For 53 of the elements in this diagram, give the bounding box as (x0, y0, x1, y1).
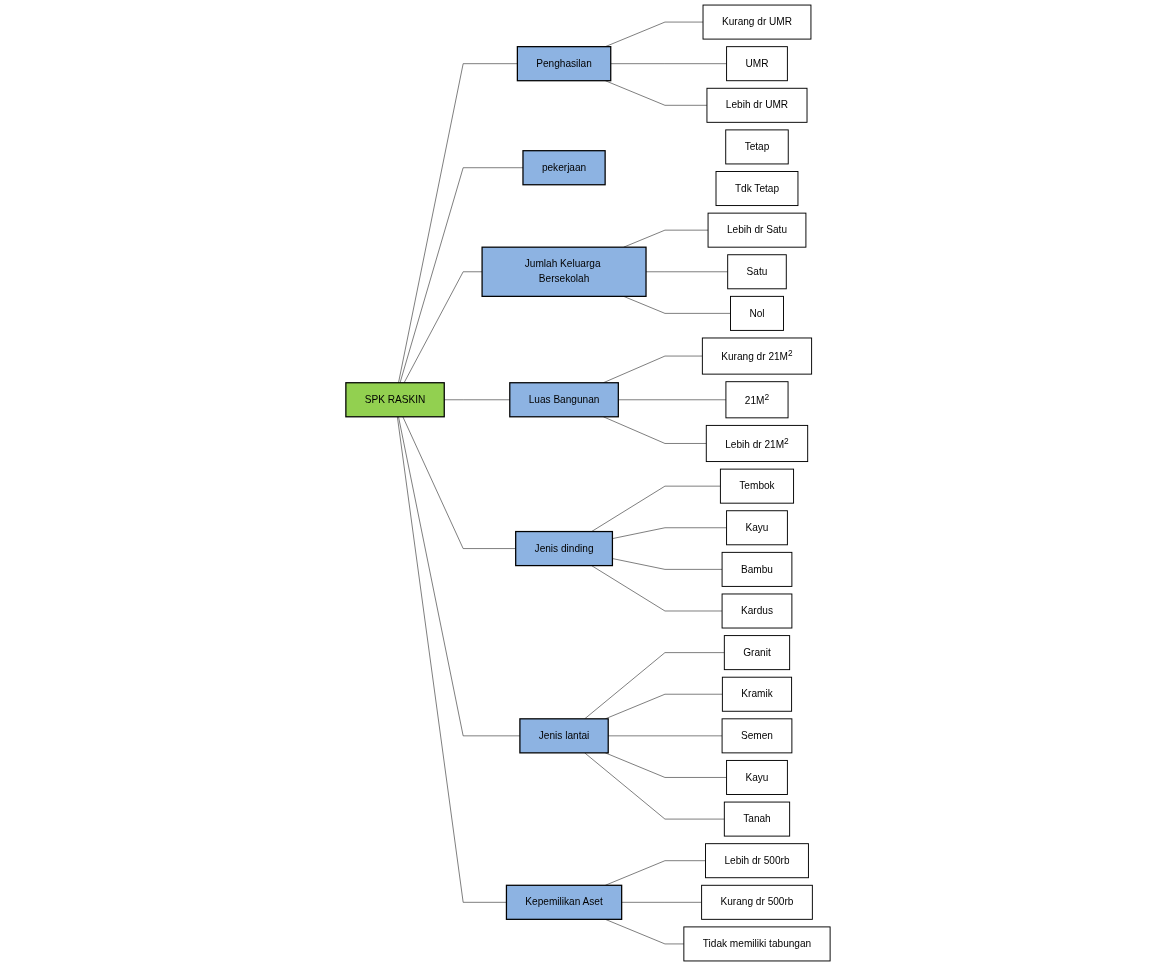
node-box (516, 46, 612, 82)
node-box (705, 843, 809, 879)
node-box (705, 424, 809, 463)
node-box (683, 926, 831, 962)
node-box (522, 150, 606, 186)
node-box (481, 246, 647, 297)
node-box (701, 337, 813, 375)
connector (621, 902, 702, 903)
connector (605, 919, 685, 945)
connector (584, 652, 725, 720)
node-box (727, 254, 787, 290)
node-box (715, 171, 799, 207)
connector (618, 399, 727, 401)
connector (605, 860, 706, 886)
node-box (726, 510, 788, 546)
connector (398, 63, 518, 384)
node-box (721, 676, 793, 712)
node-box (515, 530, 614, 567)
connector (610, 63, 727, 64)
node-box (519, 718, 609, 754)
node-box (730, 295, 784, 331)
connector (603, 355, 703, 384)
connector (591, 485, 721, 532)
node-box (505, 884, 623, 920)
connector (403, 271, 483, 384)
node-box (726, 46, 788, 82)
connector (605, 21, 704, 47)
node-box (725, 129, 789, 165)
node-box (721, 718, 793, 754)
node-box (345, 382, 445, 418)
node-box (726, 759, 788, 795)
node-box (509, 382, 619, 418)
node-box (702, 4, 812, 40)
connector (584, 752, 725, 820)
node-box (719, 468, 795, 504)
node-box (721, 593, 793, 629)
connector (605, 752, 727, 778)
node-box (701, 884, 813, 920)
connector (603, 416, 707, 444)
node-box (721, 551, 793, 587)
node-box (723, 635, 791, 671)
node-box (706, 87, 808, 123)
connector (623, 229, 709, 248)
connector (612, 558, 723, 570)
node-box (723, 801, 791, 837)
connector (612, 527, 727, 539)
node-box (725, 381, 789, 419)
node-box (707, 212, 807, 248)
connector (605, 693, 723, 720)
connector (605, 80, 708, 106)
connector (397, 416, 507, 903)
connector (402, 416, 516, 549)
connector (591, 565, 723, 612)
